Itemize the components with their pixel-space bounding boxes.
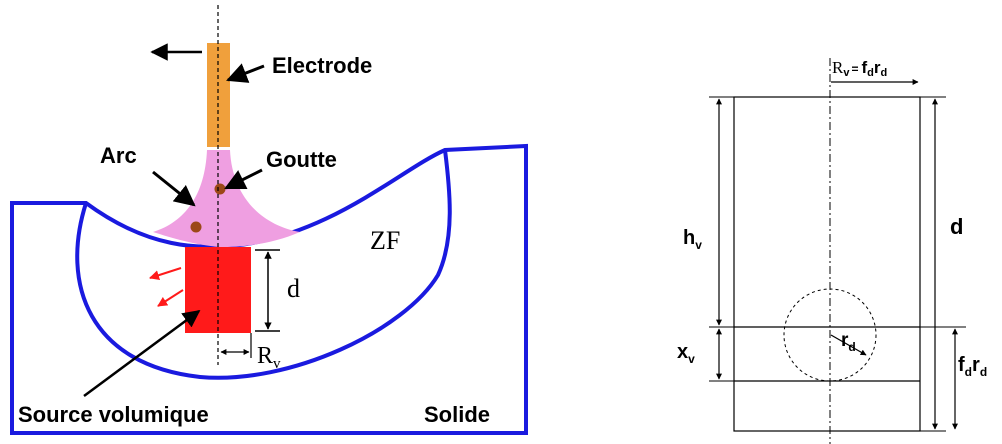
cylinder-outline — [733, 96, 921, 432]
goutte-label: Goutte — [266, 147, 337, 172]
electrode-leader-arrow — [226, 63, 265, 83]
d-label: d — [950, 214, 963, 239]
right-diagram: Rv=fdrd hv xv rd d fdrd — [677, 58, 987, 444]
xv-label: xv — [677, 341, 695, 366]
electrode-label: Electrode — [272, 53, 372, 78]
hv-label: hv — [683, 227, 702, 252]
heat-arrow-upper — [149, 267, 182, 280]
rd-label: rd — [841, 330, 856, 354]
fdrd-label: fdrd — [958, 354, 987, 379]
heat-arrow-lower — [157, 289, 184, 307]
droplet-upper — [214, 183, 226, 195]
fusion-zone-boundary — [75, 149, 452, 380]
arc-leader-arrow — [152, 170, 196, 207]
electrode — [207, 43, 230, 147]
rv-equation-label: Rv=fdrd — [832, 58, 887, 79]
source-volumique-label: Source volumique — [18, 402, 209, 427]
solide-label: Solide — [424, 402, 490, 427]
goutte-leader-arrow — [224, 168, 263, 190]
arc-label: Arc — [100, 143, 137, 168]
source-leader-arrow — [83, 309, 201, 398]
rv-label: Rv — [257, 343, 281, 372]
left-diagram: Electrode Arc Goutte ZF d Rv Source volu… — [10, 5, 528, 435]
rd-radius-arrow — [830, 334, 867, 356]
zf-label: ZF — [370, 226, 400, 255]
depth-label: d — [287, 274, 300, 303]
arc-plasma — [153, 150, 300, 247]
droplet-lower — [190, 221, 202, 233]
